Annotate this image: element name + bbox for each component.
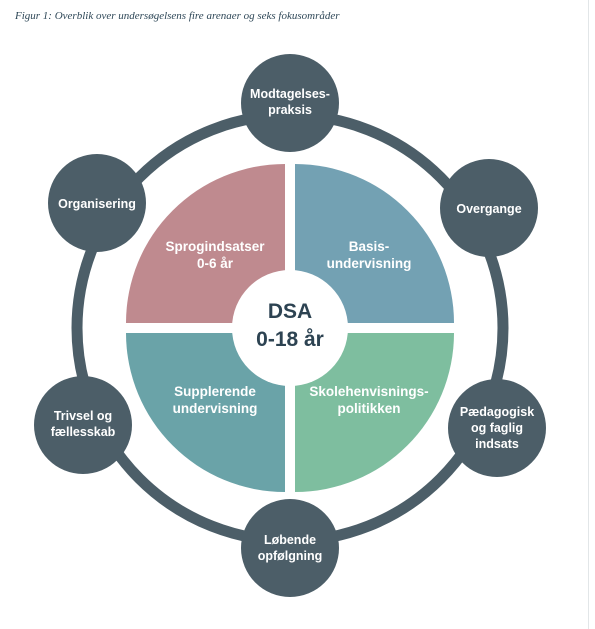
quadrant-top-right-label-1: Basis- [349,239,390,254]
quadrant-bottom-left [126,333,285,492]
focus-node-lower-left-label-2: fællesskab [51,425,116,439]
focus-node-upper-right: Overgange [440,159,538,257]
quadrant-top-left-label-1: Sprogindsatser [165,239,265,254]
focus-node-bottom: Løbende opfølgning [241,499,339,597]
focus-node-lower-right-label-1: Pædagogisk [460,405,534,419]
center-subtitle: 0-18 år [256,328,324,351]
quadrant-top-left [126,164,285,323]
focus-node-top: Modtagelses- praksis [241,54,339,152]
center-disc [232,270,348,386]
quadrant-bottom-right [295,333,454,492]
quadrant-top-right [295,164,454,323]
focus-node-lower-left-label-1: Trivsel og [54,409,112,423]
quadrant-top-left-label-2: 0-6 år [197,256,234,271]
focus-node-lower-right: Pædagogisk og faglig indsats [448,379,546,477]
quadrant-top-right-label-2: undervisning [327,256,412,271]
page-edge-rule [588,0,589,629]
focus-node-bottom-label-1: Løbende [264,533,316,547]
focus-node-upper-left: Organisering [48,154,146,252]
quadrant-bottom-left-label-2: undervisning [173,401,258,416]
focus-node-top-label-2: praksis [268,103,312,117]
focus-node-lower-right-label-3: indsats [475,437,519,451]
focus-node-lower-right-label-2: og faglig [471,421,523,435]
focus-node-top-label-1: Modtagelses- [250,87,330,101]
focus-node-bottom-label-2: opfølgning [258,549,323,563]
focus-node-upper-right-label: Overgange [456,202,521,216]
focus-node-lower-left: Trivsel og fællesskab [34,376,132,474]
focus-node-upper-left-label: Organisering [58,197,136,211]
quadrant-bottom-right-label-2: politikken [337,401,400,416]
figure-caption: Figur 1: Overblik over undersøgelsens fi… [15,10,340,22]
quadrant-bottom-right-label-1: Skolehenvisnings- [309,384,428,399]
center-title: DSA [268,300,312,323]
quadrant-bottom-left-label-1: Supplerende [174,384,256,399]
